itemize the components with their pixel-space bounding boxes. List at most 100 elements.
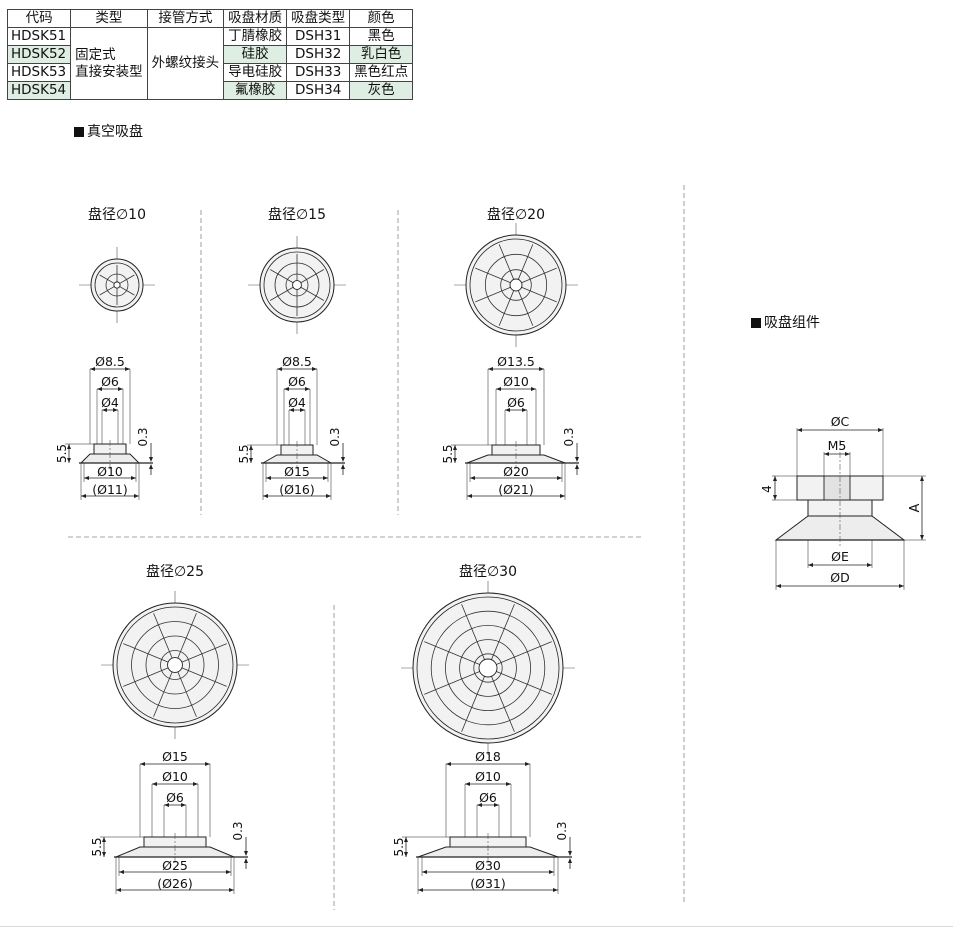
dimension-label: Ø10 xyxy=(162,769,188,784)
dimension-label: 0.3 xyxy=(555,821,569,840)
cup-rib xyxy=(99,274,115,284)
arrow-icon xyxy=(249,445,253,450)
arrow-icon xyxy=(125,367,130,371)
cup-rib xyxy=(491,604,515,660)
arrow-icon xyxy=(102,852,106,857)
cup-rib xyxy=(517,244,534,280)
dimension-label: Ø10 xyxy=(475,769,501,784)
arrow-icon xyxy=(506,782,511,786)
type-line: 固定式 xyxy=(75,46,116,63)
table-cell: HDSK53 xyxy=(6,63,72,82)
square-bullet-icon xyxy=(74,127,84,137)
arrow-icon xyxy=(164,803,169,807)
arrow-icon xyxy=(867,563,872,567)
cup-rib xyxy=(424,671,480,695)
cup-rib xyxy=(123,667,169,687)
dimension-label: 0.3 xyxy=(231,821,245,840)
dimension-label: Ø10 xyxy=(503,374,529,389)
cup-rib xyxy=(153,671,173,717)
cup-title: 盘径∅10 xyxy=(88,206,146,223)
dimension-label: ØC xyxy=(831,414,850,429)
cup-rib xyxy=(475,267,511,284)
arrow-icon xyxy=(119,870,124,874)
cup-ring xyxy=(145,635,205,695)
arrow-icon xyxy=(67,444,71,449)
section-heading-vacuum-cup: 真空吸盘 xyxy=(74,121,143,141)
arrow-icon xyxy=(446,762,451,766)
cup-rib xyxy=(521,267,557,284)
arrow-icon xyxy=(488,367,493,371)
arrow-icon xyxy=(575,457,579,462)
cup-title: 盘径∅25 xyxy=(146,563,204,580)
arrow-icon xyxy=(808,563,813,567)
dimension-label: Ø20 xyxy=(503,464,529,479)
table-cell-type: 固定式直接安装型 xyxy=(70,27,148,100)
arrow-icon xyxy=(404,852,408,857)
arrow-icon xyxy=(263,494,268,498)
dimension-label: (Ø21) xyxy=(498,482,534,497)
cup-rib xyxy=(496,641,552,665)
dimension-label: 5.5 xyxy=(55,444,69,463)
arrow-icon xyxy=(797,428,802,432)
arrow-icon xyxy=(467,494,472,498)
cup-rib xyxy=(119,286,135,296)
dimension-label: Ø6 xyxy=(166,790,184,805)
cup-title: 盘径∅20 xyxy=(487,206,545,223)
dimension-label: (Ø11) xyxy=(92,482,128,497)
dimension-label: Ø15 xyxy=(284,464,310,479)
cup-rim xyxy=(469,238,563,332)
arrow-icon xyxy=(531,387,536,391)
cup-rib xyxy=(177,671,197,717)
arrow-icon xyxy=(116,888,121,892)
arrow-icon xyxy=(244,858,248,863)
section-heading-assembly: 吸盘组件 xyxy=(751,312,820,332)
arrow-icon xyxy=(289,408,294,412)
arrow-icon xyxy=(404,837,408,842)
dimension-label: (Ø16) xyxy=(279,482,315,497)
dimension-label: Ø10 xyxy=(97,464,123,479)
dimension-label: Ø15 xyxy=(162,749,188,764)
cup-ring xyxy=(484,253,548,317)
dimension-label: Ø6 xyxy=(479,790,497,805)
dimension-label: 4 xyxy=(760,485,774,493)
cup-rib xyxy=(181,643,227,663)
dimension-label: Ø13.5 xyxy=(497,354,535,369)
arrow-icon xyxy=(226,870,231,874)
cup-rib xyxy=(177,613,197,659)
arrow-icon xyxy=(422,870,427,874)
cup-rib xyxy=(491,676,515,732)
dimension-label: 0.3 xyxy=(328,427,342,446)
arrow-icon xyxy=(845,452,850,456)
arrow-icon xyxy=(477,803,482,807)
table-cell: 硅胶 xyxy=(223,45,288,64)
arrow-icon xyxy=(899,584,904,588)
dimension-label: (Ø31) xyxy=(470,876,506,891)
cup-rib xyxy=(498,244,515,280)
dimension-label: Ø8.5 xyxy=(95,354,125,369)
arrow-icon xyxy=(266,476,271,480)
cup-rib xyxy=(496,671,552,695)
arrow-icon xyxy=(418,888,423,892)
arrow-icon xyxy=(193,782,198,786)
arrow-icon xyxy=(67,458,71,463)
dimension-label: 5.5 xyxy=(441,444,455,463)
dimension-label: 5.5 xyxy=(90,837,104,856)
table-cell: DSH31 xyxy=(286,27,351,46)
arrow-icon xyxy=(244,851,248,856)
table-cell: 导电硅胶 xyxy=(223,63,288,82)
section-label: 真空吸盘 xyxy=(87,124,143,140)
arrow-icon xyxy=(776,584,781,588)
cup-rib xyxy=(99,286,115,296)
dimension-label: A xyxy=(908,503,923,512)
dimension-label: Ø4 xyxy=(288,395,306,410)
arrow-icon xyxy=(149,464,153,469)
arrow-icon xyxy=(575,464,579,469)
section-label: 吸盘组件 xyxy=(764,315,820,331)
table-cell: 黑色 xyxy=(349,27,414,46)
dimension-label: ØE xyxy=(831,549,849,564)
